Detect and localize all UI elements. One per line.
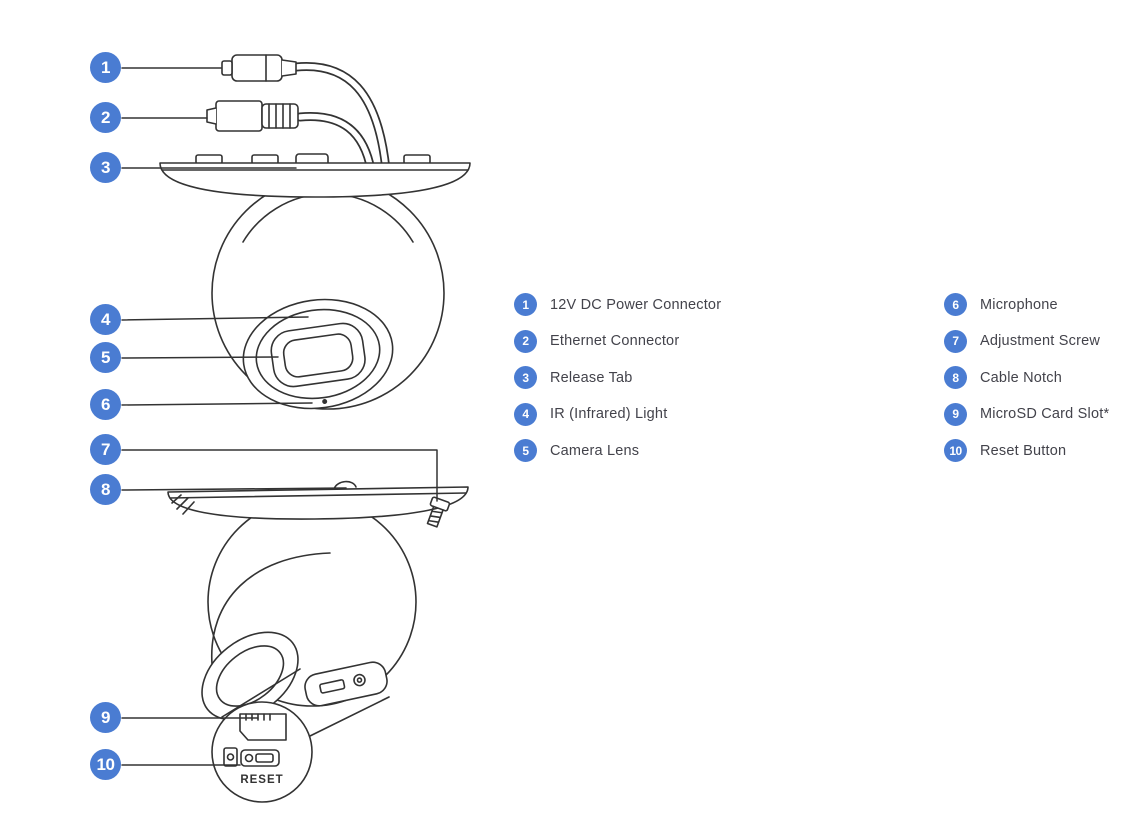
bottom-lens-module <box>201 631 299 721</box>
callout-line-7 <box>121 449 438 502</box>
lens-module <box>242 298 394 410</box>
callout-lines <box>121 67 438 766</box>
legend-item-ir-light: 4 IR (Infrared) Light <box>514 402 721 426</box>
legend-label-4: IR (Infrared) Light <box>550 406 668 422</box>
callout-badge-4: 4 <box>90 304 121 335</box>
legend-badge-7: 7 <box>944 329 967 353</box>
reset-label: RESET <box>240 774 283 786</box>
legend-label-5: Camera Lens <box>550 442 640 459</box>
callout-badge-2: 2 <box>90 102 121 133</box>
reset-button-drawing <box>223 747 280 767</box>
legend-item-reset-button: 10 Reset Button <box>944 439 1109 462</box>
power-connector <box>221 54 297 82</box>
legend-item-cable-notch: 8 Cable Notch <box>944 366 1109 389</box>
legend-label-2: Ethernet Connector <box>550 333 680 349</box>
callout-badge-9: 9 <box>90 702 121 733</box>
legend-item-microsd-card-slot: 9 MicroSD Card Slot* <box>944 402 1110 426</box>
legend-badge-1: 1 <box>514 293 537 316</box>
legend-badge-2: 2 <box>514 329 537 353</box>
legend-label-7: Adjustment Screw <box>980 333 1101 349</box>
microphone-hole <box>322 399 328 405</box>
legend-item-power-connector: 1 12V DC Power Connector <box>514 293 721 316</box>
legend-item-release-tab: 3 Release Tab <box>514 366 721 389</box>
callout-badge-3: 3 <box>90 152 121 183</box>
callout-badge-1: 1 <box>90 52 121 83</box>
callout-badge-5: 5 <box>90 342 121 373</box>
legend-left-column: 1 12V DC Power Connector 2 Ethernet Conn… <box>514 293 721 462</box>
legend-label-9: MicroSD Card Slot* <box>980 406 1110 422</box>
legend-badge-6: 6 <box>944 293 967 316</box>
legend-item-microphone: 6 Microphone <box>944 293 1109 316</box>
callout-badge-10: 10 <box>90 749 121 780</box>
callout-badge-6: 6 <box>90 389 121 420</box>
cable-notch <box>333 480 357 490</box>
legend-label-1: 12V DC Power Connector <box>550 296 722 313</box>
legend-right-column: 6 Microphone 7 Adjustment Screw 8 Cable … <box>944 293 1109 462</box>
legend-badge-5: 5 <box>514 439 537 462</box>
callout-line-8 <box>121 487 347 491</box>
legend-badge-9: 9 <box>944 402 967 426</box>
callout-badge-7: 7 <box>90 434 121 465</box>
legend-label-6: Microphone <box>980 296 1058 313</box>
callout-line-6 <box>121 402 313 406</box>
legend-item-camera-lens: 5 Camera Lens <box>514 439 721 462</box>
magnifier: RESET <box>211 668 390 803</box>
legend-badge-8: 8 <box>944 366 967 389</box>
legend-label-10: Reset Button <box>980 442 1067 459</box>
power-cable <box>291 61 391 175</box>
bottom-io-panel <box>304 661 388 707</box>
legend-badge-10: 10 <box>944 439 967 462</box>
callout-badge-8: 8 <box>90 474 121 505</box>
legend-badge-3: 3 <box>514 366 537 389</box>
microsd-card-drawing <box>239 713 287 741</box>
callout-line-5 <box>121 356 279 359</box>
legend-label-8: Cable Notch <box>980 369 1062 386</box>
adjustment-screw-drawing <box>426 496 451 528</box>
legend-label-3: Release Tab <box>550 369 633 386</box>
camera-top-plate <box>159 153 471 198</box>
legend-badge-4: 4 <box>514 402 537 426</box>
ethernet-connector <box>206 100 299 132</box>
legend-item-adjustment-screw: 7 Adjustment Screw <box>944 329 1109 353</box>
legend-item-ethernet-connector: 2 Ethernet Connector <box>514 329 721 353</box>
callout-line-4 <box>121 316 309 321</box>
camera-bottom-plate <box>167 480 469 520</box>
ethernet-cable <box>295 111 376 175</box>
